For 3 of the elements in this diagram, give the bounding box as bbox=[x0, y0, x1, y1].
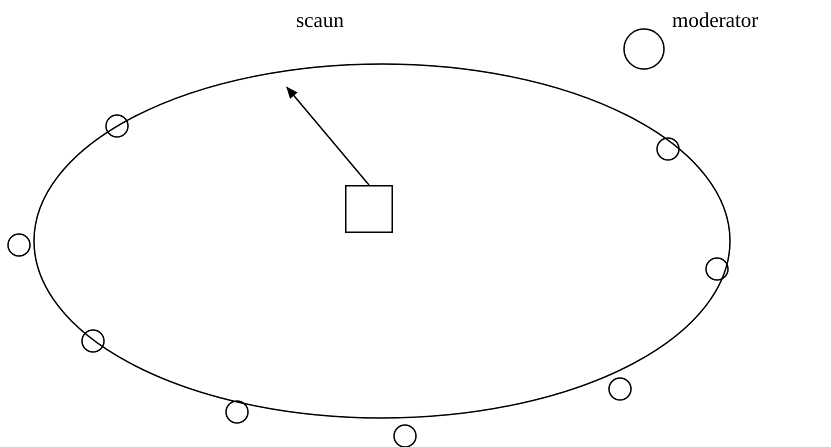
legend-text: moderator bbox=[672, 8, 758, 33]
arrow bbox=[286, 86, 370, 186]
label-text: scaun bbox=[296, 8, 344, 33]
